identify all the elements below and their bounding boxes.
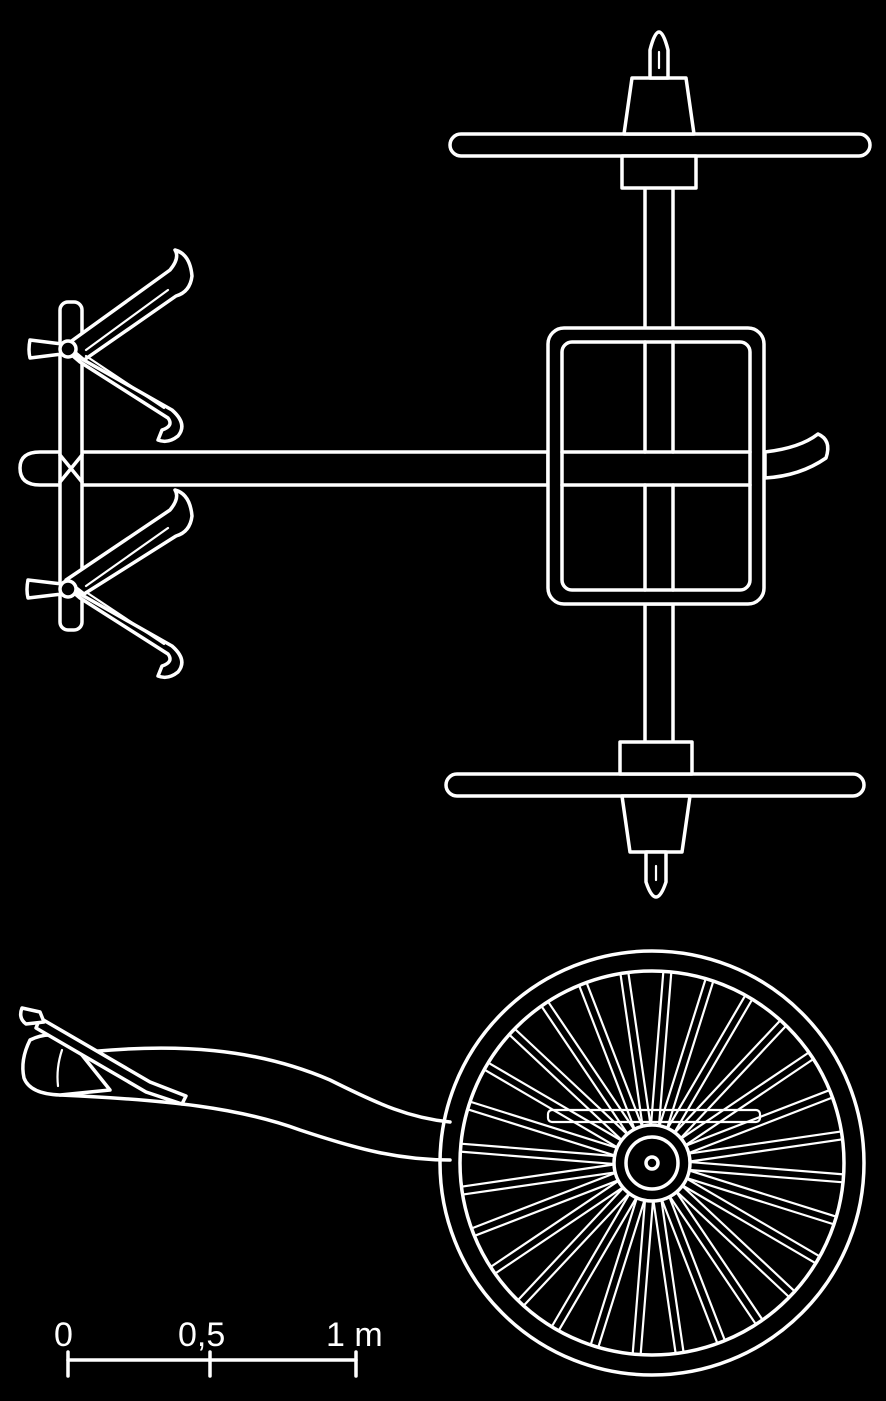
wheel-spoke bbox=[660, 1195, 727, 1345]
upper-yoke-saddle bbox=[27, 248, 194, 444]
wheel-spokes bbox=[459, 970, 845, 1356]
wheel-spoke bbox=[508, 1027, 629, 1142]
wheel-spoke bbox=[687, 1130, 844, 1163]
wheel-spoke bbox=[680, 1051, 815, 1147]
wheel-spoke bbox=[460, 1163, 617, 1196]
wheel-spoke bbox=[466, 1100, 619, 1157]
wheel-spoke bbox=[649, 970, 673, 1127]
yoke-side bbox=[18, 1006, 188, 1106]
wheel-spoke bbox=[483, 1061, 623, 1149]
scale-bar: 0 0,5 1 m bbox=[54, 1316, 383, 1378]
draught-pole bbox=[18, 432, 830, 487]
wheel-spoke bbox=[652, 1198, 685, 1355]
wheel-spoke bbox=[673, 1019, 788, 1140]
chariot-top-view bbox=[18, 30, 872, 899]
scale-label-half: 0,5 bbox=[178, 1316, 225, 1354]
lower-wheel-plan bbox=[444, 740, 866, 899]
wheel-side bbox=[438, 949, 866, 1377]
upper-wheel-plan bbox=[448, 30, 872, 190]
wheel-spoke bbox=[685, 1169, 838, 1226]
wheel-spoke bbox=[668, 1191, 764, 1326]
wheel-spoke bbox=[619, 971, 652, 1128]
wheel-spoke bbox=[688, 1160, 845, 1184]
wheel-spoke bbox=[489, 1179, 624, 1275]
lower-yoke-saddle bbox=[25, 488, 194, 680]
wheel-spoke bbox=[540, 1000, 636, 1135]
wheel-spoke bbox=[550, 1192, 638, 1332]
wheel-spoke bbox=[589, 1196, 646, 1349]
wheel-spoke bbox=[681, 1177, 821, 1265]
wheel-spoke bbox=[516, 1186, 631, 1307]
chariot-box bbox=[546, 326, 766, 606]
wheel-spoke bbox=[684, 1088, 834, 1155]
axle bbox=[643, 184, 675, 746]
chariot-side-view bbox=[18, 949, 866, 1377]
wheel-spoke bbox=[631, 1199, 655, 1356]
wheel-spoke bbox=[675, 1184, 796, 1299]
scale-label-zero: 0 bbox=[54, 1316, 73, 1354]
wheel-spoke bbox=[666, 994, 754, 1134]
wheel-spoke bbox=[577, 981, 644, 1131]
yoke bbox=[58, 300, 84, 632]
wheel-spoke bbox=[459, 1142, 616, 1166]
draught-pole-side bbox=[58, 1046, 452, 1162]
wheel-spoke bbox=[470, 1171, 620, 1238]
wheel-spoke bbox=[658, 977, 715, 1130]
scale-label-one-metre: 1 m bbox=[326, 1316, 383, 1354]
